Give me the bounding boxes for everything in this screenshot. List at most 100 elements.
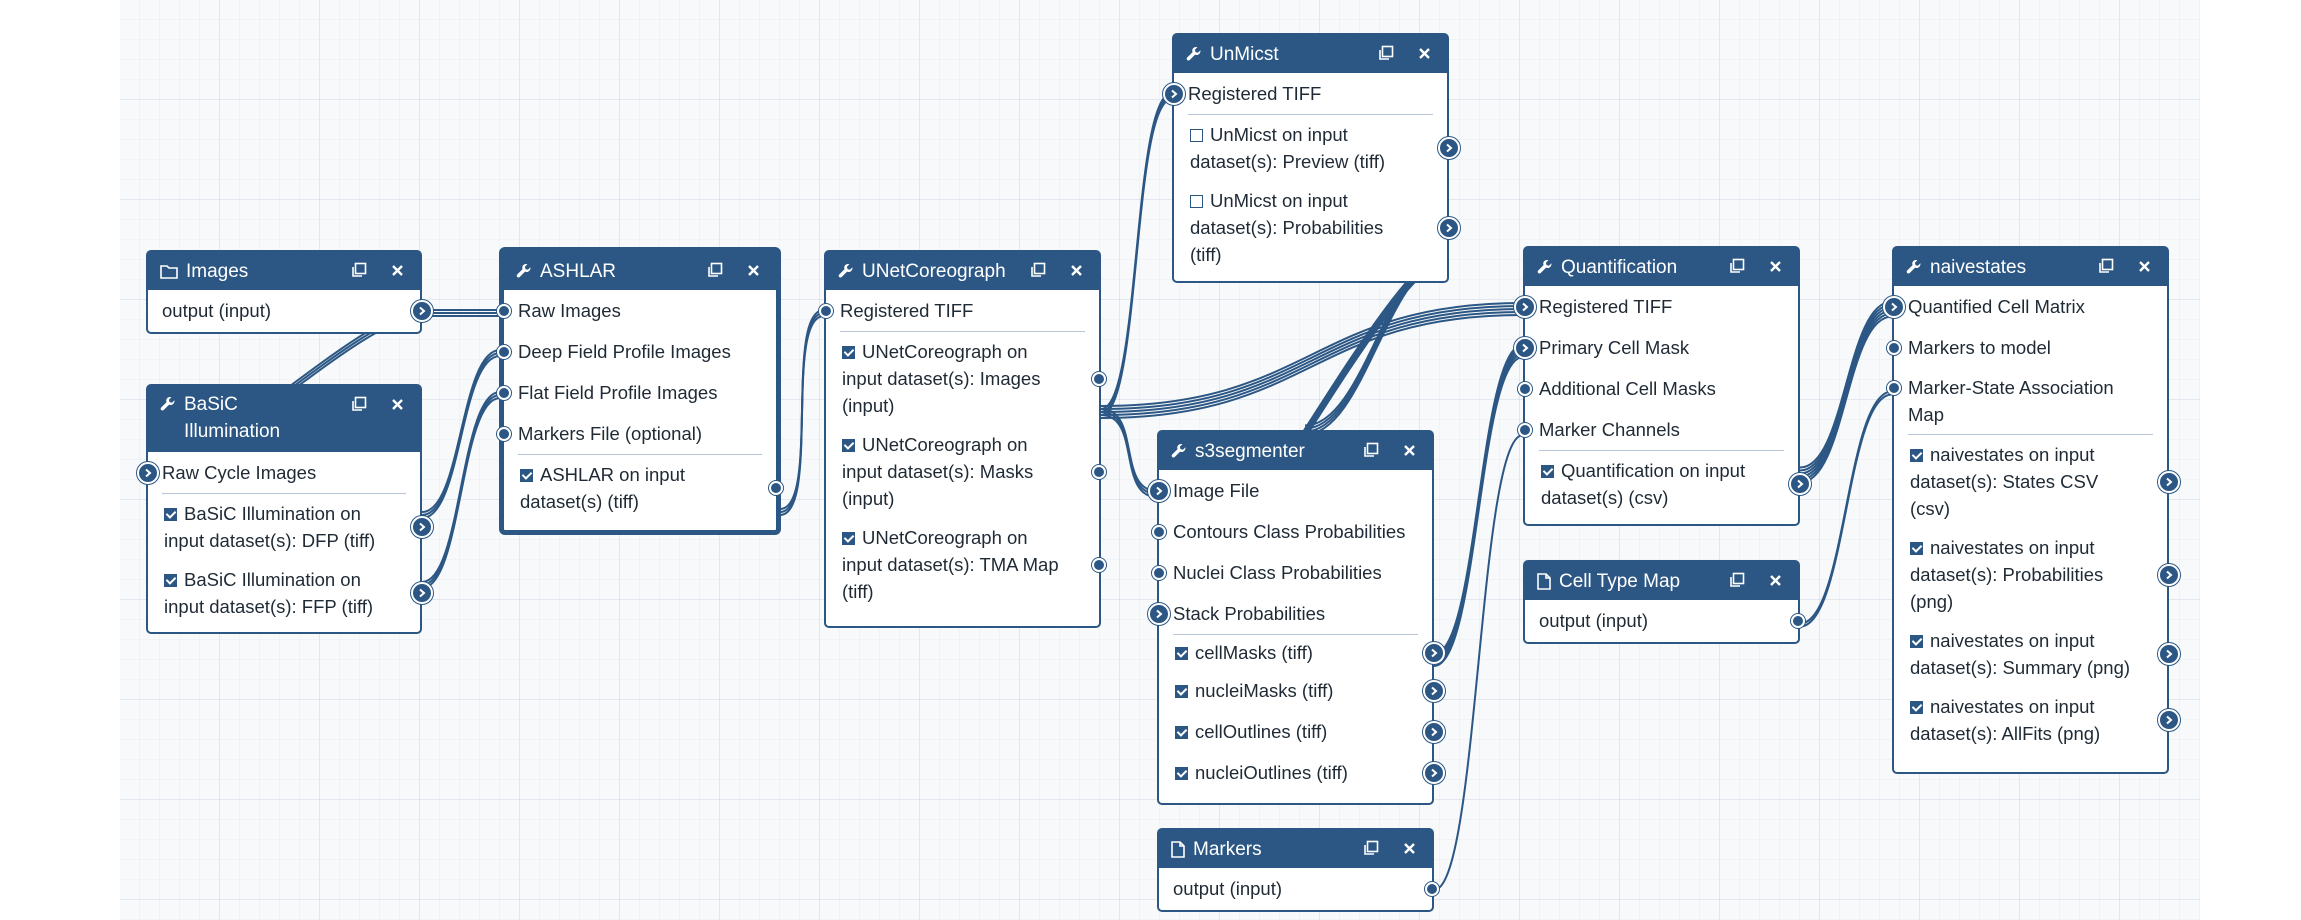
- input-terminal[interactable]: [1148, 479, 1170, 502]
- input-terminal[interactable]: [1152, 524, 1166, 539]
- output-terminal[interactable]: [1791, 613, 1805, 628]
- output-terminal[interactable]: [1438, 137, 1460, 159]
- output-terminal[interactable]: [1423, 761, 1445, 784]
- close-icon[interactable]: [1766, 571, 1784, 589]
- output-terminal[interactable]: [2158, 709, 2180, 731]
- node-header[interactable]: Markers: [1159, 830, 1432, 868]
- node-cell-type-map[interactable]: Cell Type Map output (input): [1523, 560, 1805, 644]
- node-s3segmenter[interactable]: s3segmenter Image File Contours Class Pr…: [1148, 430, 1445, 805]
- node-markers[interactable]: Markers output (input): [1157, 828, 1439, 912]
- checkbox-unchecked[interactable]: [1190, 195, 1203, 208]
- close-icon[interactable]: [2135, 257, 2153, 275]
- node-unetcoreograph[interactable]: UNetCoreograph Registered TIFF UNetCoreo…: [819, 250, 1106, 628]
- node-header[interactable]: naivestates: [1894, 248, 2167, 286]
- output-terminal[interactable]: [2158, 563, 2180, 586]
- checkbox-checked[interactable]: [1175, 685, 1188, 698]
- close-icon[interactable]: [1766, 257, 1784, 275]
- checkbox-checked[interactable]: [1175, 726, 1188, 739]
- output-row: UNetCoreograph on input dataset(s): Mask…: [826, 425, 1106, 518]
- input-terminal[interactable]: [1152, 565, 1166, 580]
- input-terminal[interactable]: [497, 303, 511, 318]
- output-terminal[interactable]: [2158, 643, 2180, 665]
- close-icon[interactable]: [1400, 839, 1418, 857]
- checkbox-checked[interactable]: [842, 346, 855, 359]
- input-terminal[interactable]: [819, 303, 833, 318]
- input-terminal[interactable]: [497, 385, 511, 400]
- checkbox-checked[interactable]: [1910, 635, 1923, 648]
- output-terminal[interactable]: [1092, 371, 1106, 386]
- wrench-icon: [1906, 259, 1922, 275]
- output-terminal[interactable]: [1092, 464, 1106, 479]
- checkbox-checked[interactable]: [1910, 449, 1923, 462]
- input-terminal[interactable]: [1163, 82, 1185, 105]
- checkbox-checked[interactable]: [1541, 465, 1554, 478]
- input-terminal[interactable]: [1148, 602, 1170, 625]
- close-icon[interactable]: [388, 395, 406, 413]
- input-terminal[interactable]: [137, 461, 159, 484]
- output-terminal[interactable]: [1092, 557, 1106, 572]
- input-terminal[interactable]: [1514, 295, 1536, 318]
- node-header[interactable]: s3segmenter: [1159, 432, 1432, 470]
- copy-icon[interactable]: [706, 261, 724, 279]
- copy-icon[interactable]: [1362, 839, 1380, 857]
- node-header[interactable]: Cell Type Map: [1525, 562, 1798, 600]
- node-header[interactable]: Images: [148, 252, 420, 290]
- output-terminal[interactable]: [1423, 641, 1445, 664]
- close-icon[interactable]: [1400, 441, 1418, 459]
- node-header[interactable]: BaSiC Illumination: [148, 386, 420, 452]
- checkbox-checked[interactable]: [1175, 647, 1188, 660]
- output-terminal[interactable]: [411, 299, 433, 322]
- checkbox-checked[interactable]: [164, 574, 177, 587]
- output-terminal[interactable]: [2158, 470, 2180, 493]
- output-terminal[interactable]: [1423, 720, 1445, 743]
- input-terminal[interactable]: [1887, 381, 1901, 395]
- input-terminal[interactable]: [1518, 422, 1532, 437]
- output-terminal[interactable]: [769, 481, 783, 495]
- output-row: UNetCoreograph on input dataset(s): Imag…: [826, 332, 1106, 425]
- copy-icon[interactable]: [1029, 261, 1047, 279]
- input-terminal[interactable]: [1887, 340, 1901, 355]
- close-icon[interactable]: [1415, 44, 1433, 62]
- checkbox-checked[interactable]: [164, 508, 177, 521]
- checkbox-checked[interactable]: [842, 532, 855, 545]
- checkbox-checked[interactable]: [520, 469, 533, 482]
- copy-icon[interactable]: [350, 395, 368, 413]
- input-terminal[interactable]: [497, 426, 511, 441]
- node-header[interactable]: Quantification: [1525, 248, 1798, 286]
- input-label: Registered TIFF: [840, 299, 974, 321]
- output-terminal[interactable]: [1425, 881, 1439, 896]
- node-header[interactable]: UnMicst: [1174, 35, 1447, 73]
- node-ashlar[interactable]: ASHLAR Raw Images Deep Field Profile Ima…: [497, 248, 783, 534]
- node-images[interactable]: Images output (input): [146, 250, 433, 334]
- checkbox-unchecked[interactable]: [1190, 129, 1203, 142]
- close-icon[interactable]: [1067, 261, 1085, 279]
- copy-icon[interactable]: [1377, 44, 1395, 62]
- copy-icon[interactable]: [2097, 257, 2115, 275]
- close-icon[interactable]: [388, 261, 406, 279]
- wrench-icon: [838, 263, 854, 279]
- output-terminal[interactable]: [1438, 216, 1460, 239]
- input-terminal[interactable]: [1518, 381, 1532, 396]
- copy-icon[interactable]: [1728, 257, 1746, 275]
- node-quantification[interactable]: Quantification Registered TIFF Primary C…: [1514, 246, 1811, 526]
- node-basic-illumination[interactable]: BaSiC Illumination Raw Cycle Images BaSi…: [137, 384, 433, 634]
- checkbox-checked[interactable]: [1175, 767, 1188, 780]
- output-terminal[interactable]: [411, 582, 433, 604]
- close-icon[interactable]: [744, 261, 762, 279]
- input-terminal[interactable]: [1883, 295, 1905, 318]
- input-terminal[interactable]: [1514, 336, 1536, 359]
- node-header[interactable]: ASHLAR: [504, 252, 776, 290]
- input-terminal[interactable]: [497, 344, 511, 359]
- output-terminal[interactable]: [1423, 679, 1445, 702]
- checkbox-checked[interactable]: [1910, 701, 1923, 714]
- copy-icon[interactable]: [1362, 441, 1380, 459]
- copy-icon[interactable]: [1728, 571, 1746, 589]
- node-naivestates[interactable]: naivestates Quantified Cell Matrix Marke…: [1883, 246, 2180, 774]
- checkbox-checked[interactable]: [842, 439, 855, 452]
- node-header[interactable]: UNetCoreograph: [826, 252, 1099, 290]
- output-terminal[interactable]: [1789, 473, 1811, 495]
- output-terminal[interactable]: [411, 516, 433, 538]
- copy-icon[interactable]: [350, 261, 368, 279]
- node-unmicst[interactable]: UnMicst Registered TIFF UnMicst on input…: [1163, 33, 1460, 283]
- checkbox-checked[interactable]: [1910, 542, 1923, 555]
